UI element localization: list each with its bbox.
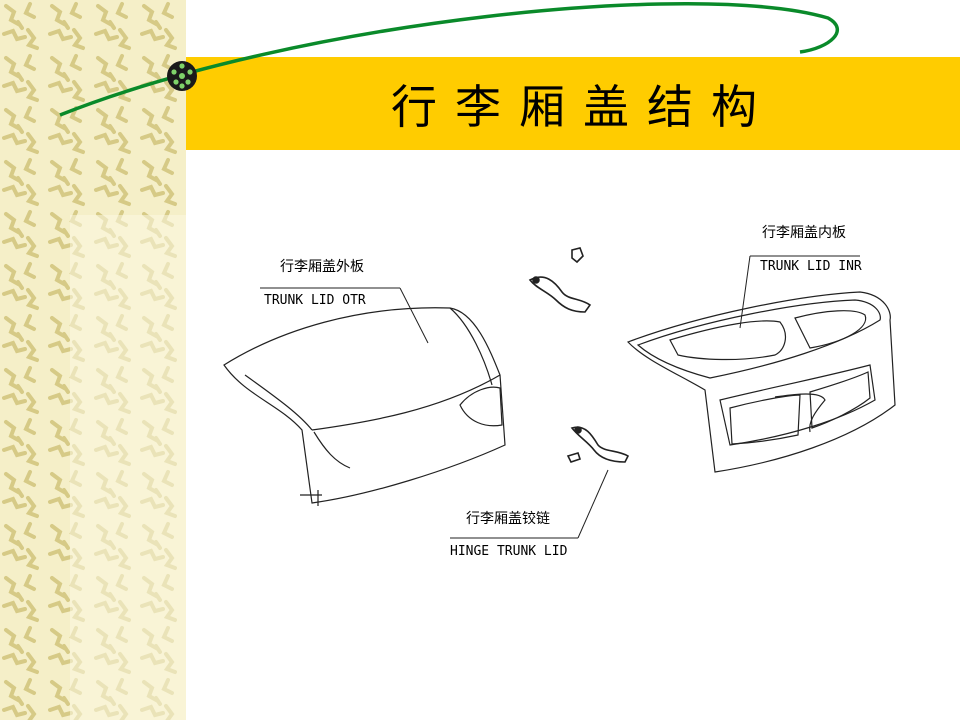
decorative-arc (59, 2, 840, 117)
slide-title: 行李厢盖结构 (391, 79, 775, 134)
trunk-lid-inner-panel-drawing (626, 291, 896, 473)
inner-panel-label-en: TRUNK LID INR (760, 259, 862, 274)
inner-panel-label-cn: 行李厢盖内板 (762, 225, 846, 241)
hinge-label-cn: 行李厢盖铰链 (466, 511, 550, 527)
outer-panel-label-cn: 行李厢盖外板 (280, 259, 364, 275)
hinge-lower-drawing (566, 426, 630, 463)
hinge-upper-drawing (528, 247, 592, 313)
hinge-label-en: HINGE TRUNK LID (450, 544, 568, 559)
outer-panel-label-en: TRUNK LID OTR (264, 293, 366, 308)
title-bar (186, 57, 960, 150)
bead-icon (167, 61, 197, 91)
trunk-lid-diagram (223, 247, 896, 539)
decorative-side-strip (0, 0, 186, 720)
trunk-lid-outer-panel-drawing (223, 307, 506, 506)
